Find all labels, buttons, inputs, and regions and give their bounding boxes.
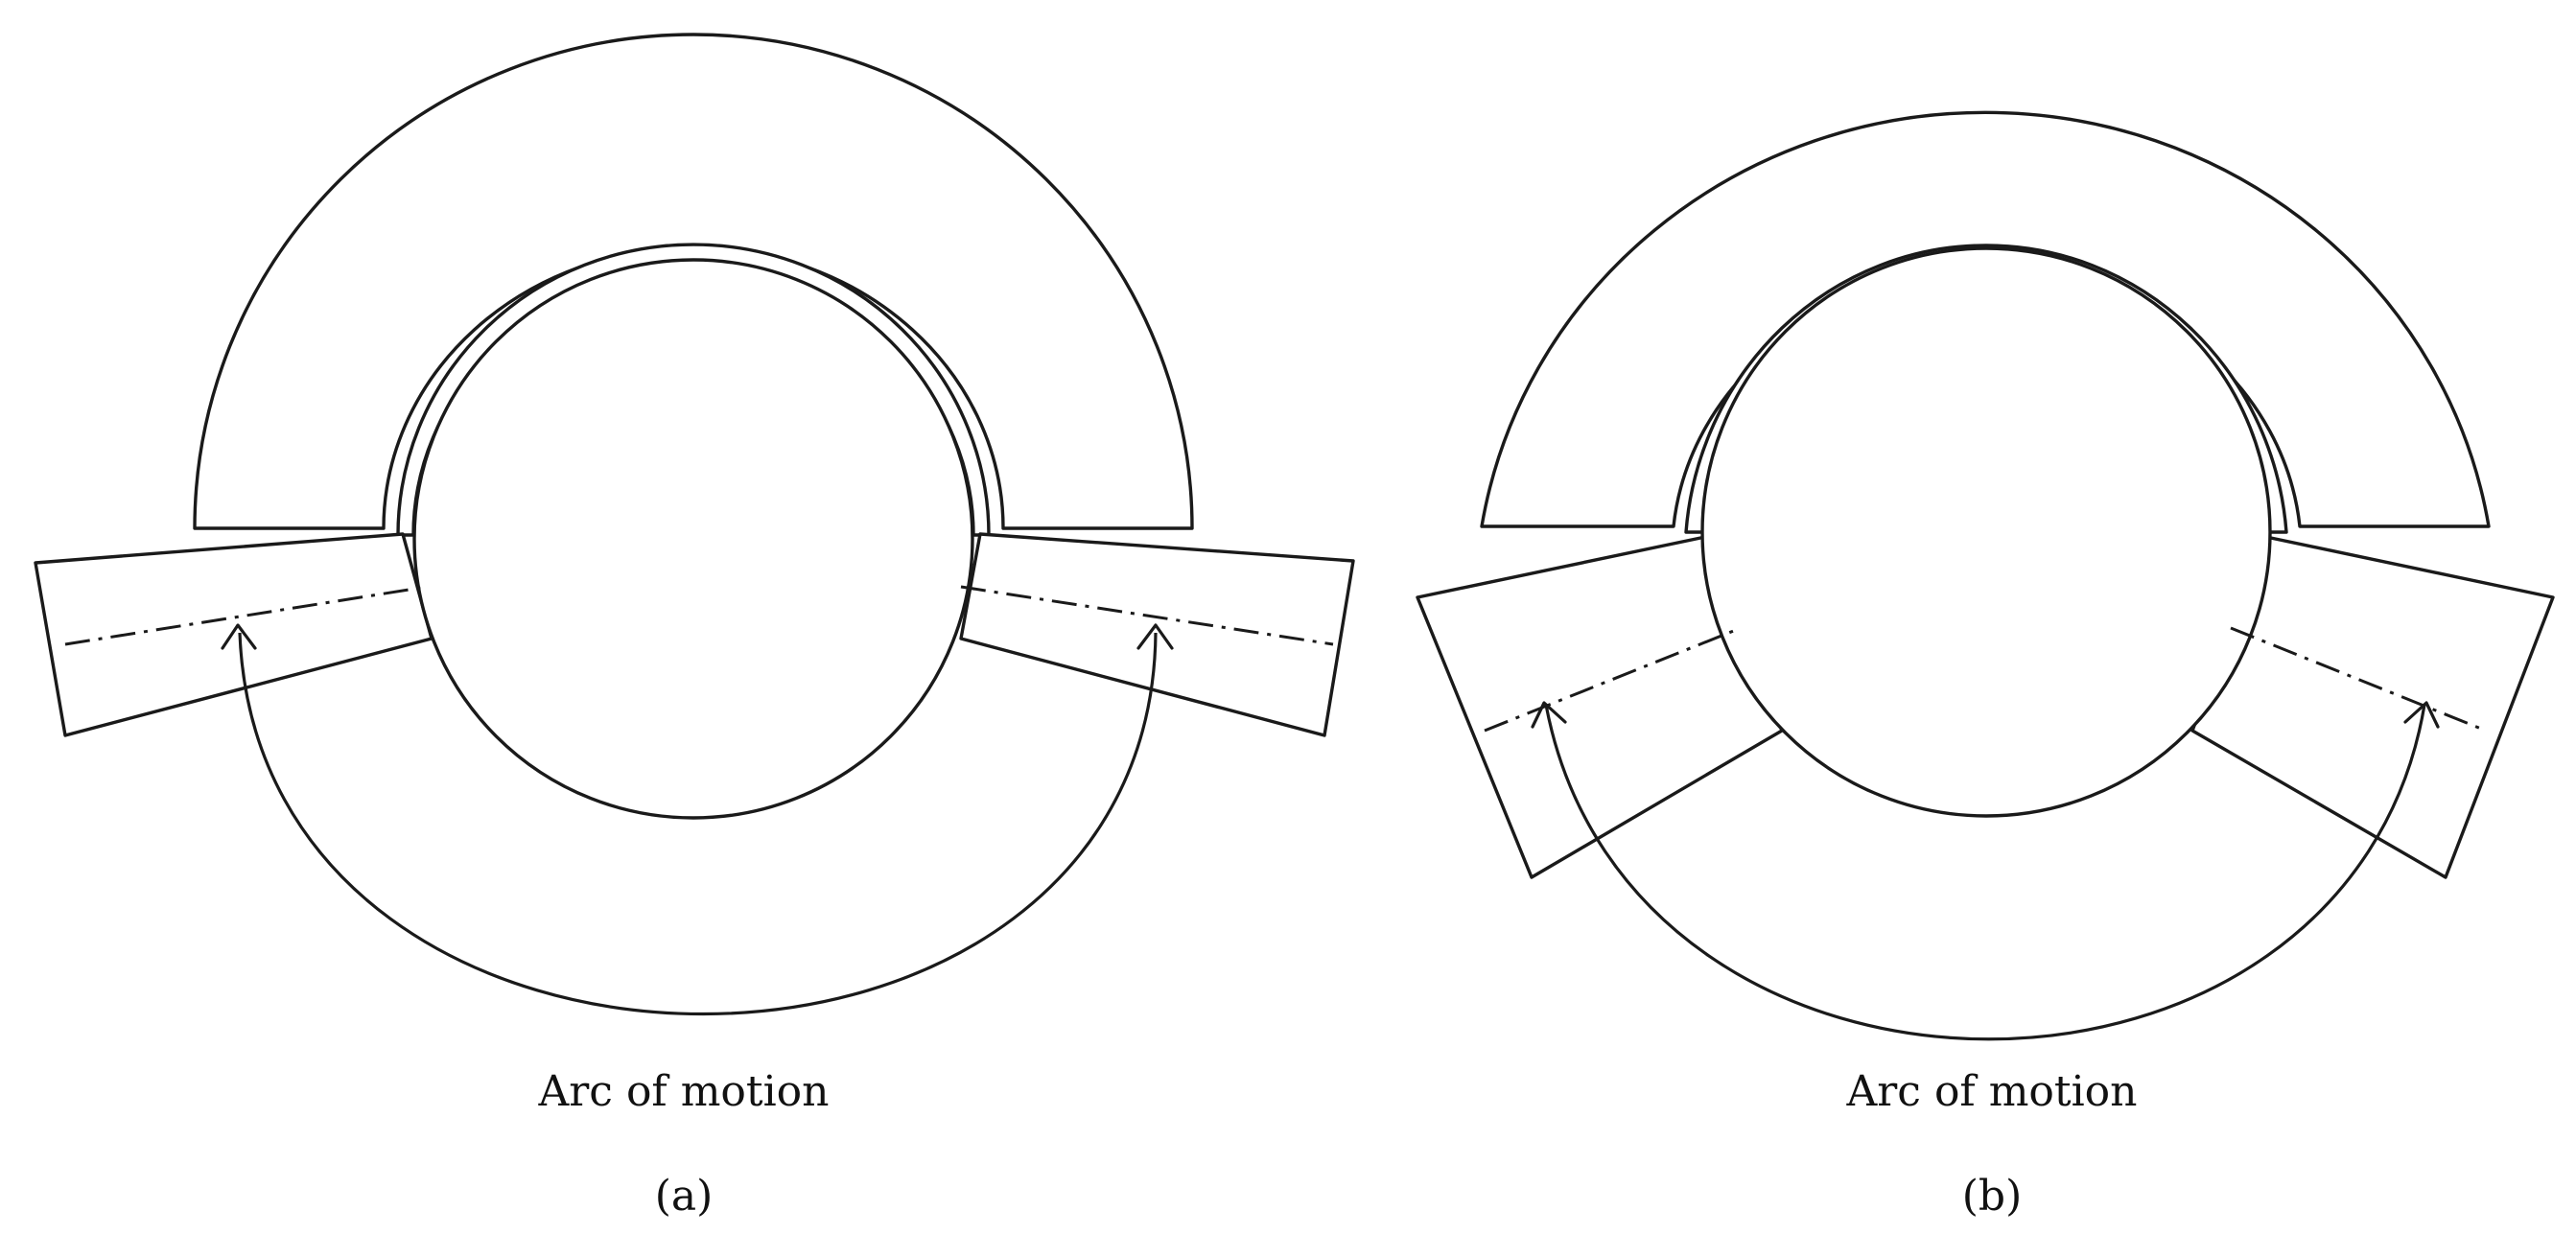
arrowhead-right-b (2403, 701, 2440, 729)
left-axis-line-a (64, 585, 428, 646)
arc-of-motion-b (1544, 704, 2426, 1041)
panel-a: Arc of motion (a) (34, 33, 1355, 1221)
arc-of-motion-caption-b: Arc of motion (1846, 1067, 2138, 1116)
ball-head-a (412, 258, 974, 820)
arc-of-motion-caption-a: Arc of motion (538, 1067, 830, 1116)
arrowhead-left-b (1531, 701, 1567, 729)
panel-label-b: (b) (1962, 1172, 2023, 1221)
panel-b: Arc of motion (b) (1416, 110, 2555, 1221)
arrowhead-right-a (1136, 623, 1174, 650)
left-lever-a (34, 532, 433, 737)
arc-of-motion-a (238, 632, 1158, 1015)
panel-label-a: (a) (655, 1172, 714, 1221)
arrowhead-left-a (221, 623, 257, 650)
right-axis-line-a (960, 585, 1334, 646)
ball-head-b (1700, 246, 2272, 818)
